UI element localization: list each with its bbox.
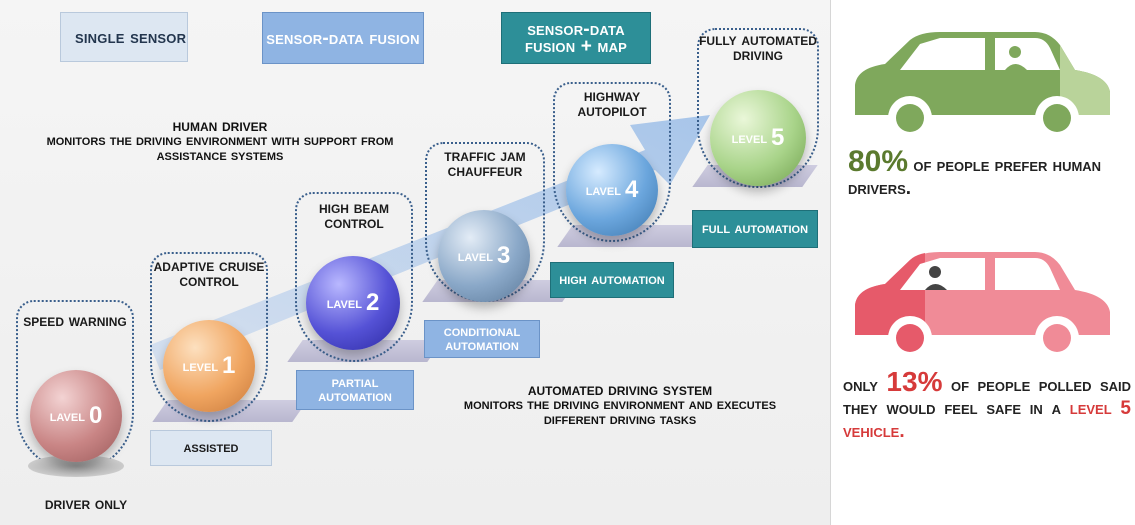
level-1-function: Adaptive Cruise Control bbox=[153, 256, 265, 290]
level-5-number: 5 bbox=[771, 124, 785, 151]
level-5-function: Fully Automated Driving bbox=[699, 30, 817, 64]
tag-full-automation: Full Automation bbox=[692, 210, 818, 248]
safety-pct: 13% bbox=[886, 366, 943, 397]
level-1-box bbox=[150, 252, 268, 422]
green-car-icon bbox=[855, 32, 1110, 140]
level-0-function: Speed Warning bbox=[23, 311, 127, 330]
header-sensor-data-fusion: Sensor-Data Fusion bbox=[262, 12, 424, 64]
level-1-number: 1 bbox=[222, 352, 236, 379]
level-5-sphere: Level5 bbox=[710, 90, 806, 186]
automated-system-body: monitors the driving environment and exe… bbox=[463, 396, 777, 428]
tag-high-automation: High Automation bbox=[550, 262, 674, 298]
level-4-word: Lavel bbox=[585, 181, 621, 199]
level-0-sphere: Lavel0 bbox=[30, 370, 122, 462]
level-3-word: Lavel bbox=[457, 247, 493, 265]
level-3-function: Traffic Jam Chauffeur bbox=[444, 146, 526, 180]
level-3-number: 3 bbox=[496, 242, 511, 269]
level-4-function: Highway Autopilot bbox=[577, 86, 647, 120]
safety-highlight: level 5 vehicle. bbox=[843, 398, 1131, 442]
level-1-word: Level bbox=[182, 357, 219, 375]
level-2-function: High Beam Control bbox=[318, 198, 390, 232]
safety-lead: Only bbox=[843, 375, 878, 396]
human-pct-text: of people prefer human drivers. bbox=[848, 155, 1102, 199]
human-driver-title: Human driver bbox=[172, 116, 268, 135]
level-0-word: Lavel bbox=[49, 407, 85, 425]
human-pct: 80% bbox=[848, 145, 909, 178]
level-0-pedestal bbox=[28, 455, 124, 477]
human-preference-stat: 80% of people prefer human drivers. bbox=[848, 147, 1128, 200]
automated-system-note: Automated driving system monitors the dr… bbox=[440, 380, 800, 428]
automated-system-title: Automated driving system bbox=[527, 380, 713, 399]
tag-assisted: Assisted bbox=[150, 430, 272, 466]
level-4-sphere: Lavel4 bbox=[566, 144, 658, 236]
human-driver-body: monitors the driving environment with su… bbox=[46, 132, 394, 164]
level-2-box bbox=[295, 192, 413, 362]
header-single-sensor: Single Sensor bbox=[60, 12, 188, 62]
red-car-icon bbox=[855, 252, 1110, 360]
level-2-word: Lavel bbox=[326, 294, 362, 312]
level-5-word: Level bbox=[731, 129, 768, 147]
safety-text: of people polled said they would feel sa… bbox=[843, 375, 1132, 419]
level-2-sphere: Lavel2 bbox=[306, 256, 400, 350]
level-4-box bbox=[553, 82, 671, 242]
tag-conditional-automation: Conditional Automation bbox=[424, 320, 540, 358]
level-5-box bbox=[697, 28, 819, 188]
level-1-sphere: Level1 bbox=[163, 320, 255, 412]
tag-partial-automation: Partial Automation bbox=[296, 370, 414, 410]
human-driver-note: Human driver monitors the driving enviro… bbox=[30, 116, 410, 164]
tag-driver-only: Driver Only bbox=[44, 494, 128, 513]
level-3-sphere: Lavel3 bbox=[438, 210, 530, 302]
safety-stat: Only 13% of people polled said they woul… bbox=[843, 368, 1132, 443]
header-sensor-data-fusion-map: Sensor-Data Fusion + Map bbox=[501, 12, 651, 64]
level-4-number: 4 bbox=[624, 176, 639, 203]
level-0-number: 0 bbox=[88, 402, 103, 429]
level-2-number: 2 bbox=[365, 289, 380, 316]
